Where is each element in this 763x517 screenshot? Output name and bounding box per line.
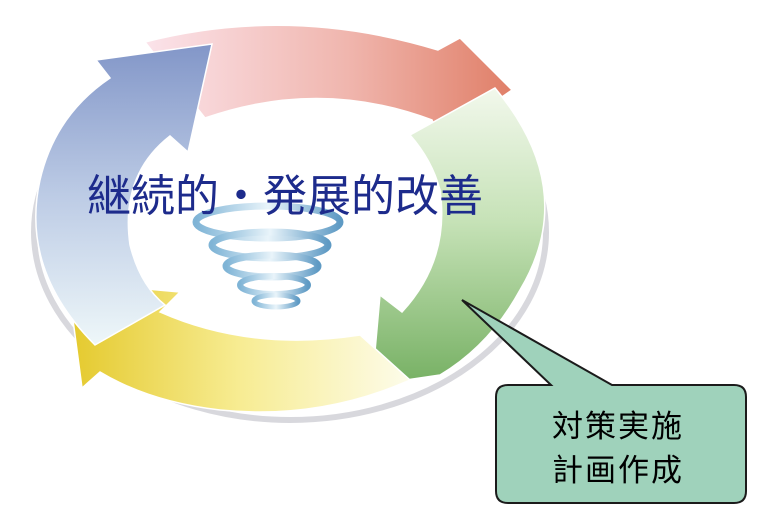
cycle-arrow-left <box>35 43 213 346</box>
callout-text: 対策実施 計画作成 <box>500 405 736 493</box>
cycle-arrow-bottom <box>67 281 412 413</box>
callout-bubble <box>461 299 747 504</box>
cycle-arrow-top <box>143 24 514 142</box>
cycle-arrow-right <box>371 87 546 386</box>
center-label: 継続的・発展的改善 <box>87 171 483 222</box>
spiral-icon <box>192 202 344 310</box>
callout-line-1: 対策実施 <box>552 409 684 445</box>
callout-line-2: 計画作成 <box>552 453 684 489</box>
